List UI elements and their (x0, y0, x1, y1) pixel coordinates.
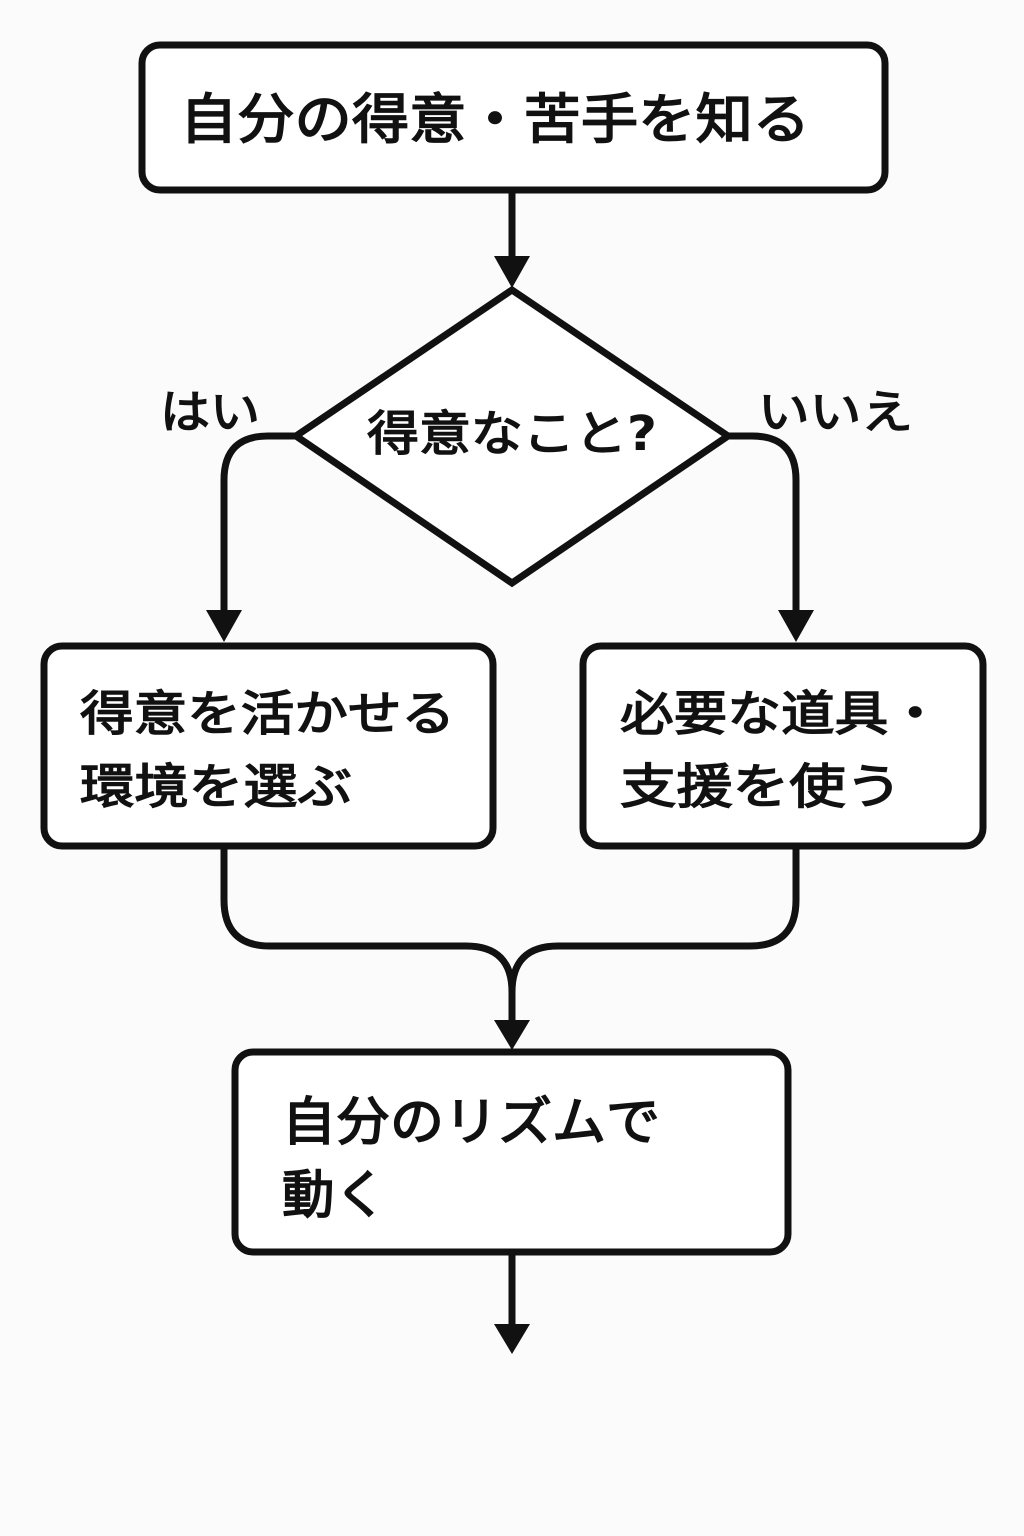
yes-step-box (40, 642, 497, 850)
yes-step-line-1: 得意を活かせる (80, 686, 455, 742)
no-step-line-1: 必要な道具・ (620, 686, 942, 742)
arrowhead-to-decision (494, 256, 530, 288)
arrowhead-to-no-step (778, 610, 814, 642)
decision-diamond (289, 285, 735, 588)
decision-label: 得意なこと? (367, 406, 657, 462)
arrowhead-to-end (494, 1020, 530, 1050)
connector-merge (220, 842, 800, 1026)
yes-branch-label: はい (160, 385, 260, 439)
arrowhead-to-yes-step (206, 610, 242, 642)
connector-no-branch (724, 432, 800, 616)
start-label: 自分の得意・苦手を知る (180, 88, 810, 151)
yes-step-line-2: 環境を選ぶ (80, 759, 352, 815)
connector-yes-branch (220, 432, 300, 616)
no-branch-label: いいえ (758, 385, 913, 439)
no-step-line-2: 支援を使う (620, 759, 902, 815)
end-line-2: 動く (282, 1166, 387, 1226)
no-step-box (579, 642, 987, 850)
arrowhead-exit (494, 1324, 530, 1354)
end-line-1: 自分のリズムで (282, 1093, 660, 1153)
